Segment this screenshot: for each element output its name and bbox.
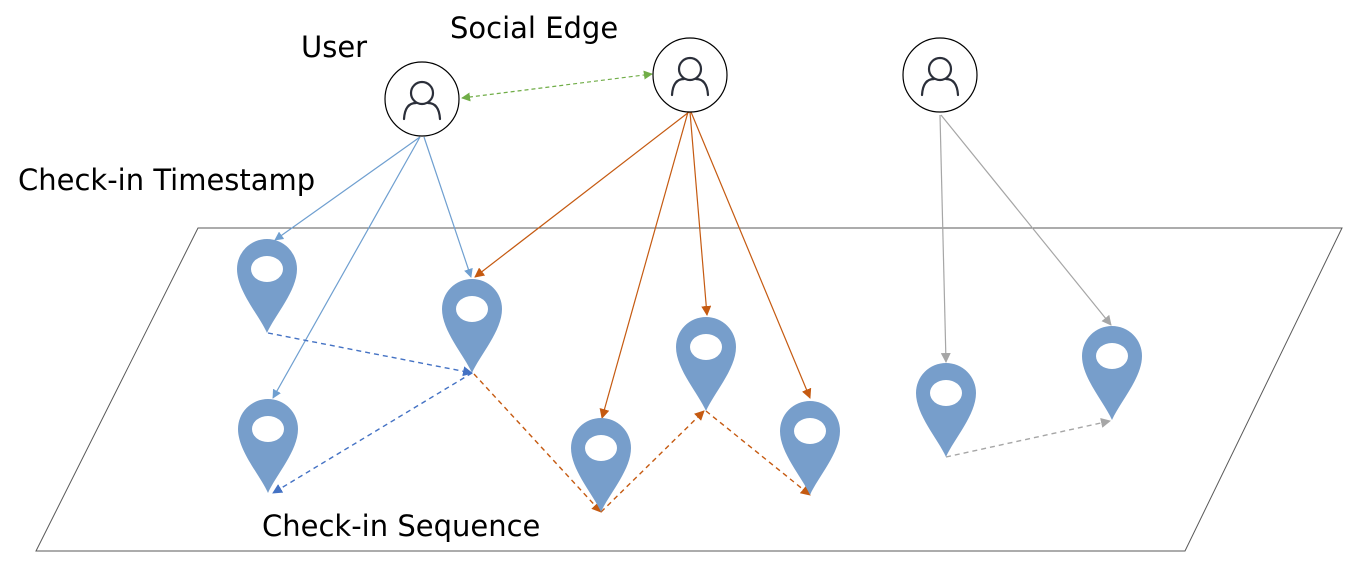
sequence-edge	[473, 373, 602, 513]
user-1-checkin-edges	[272, 136, 473, 399]
map-pin-icon	[237, 239, 297, 333]
checkin-edge	[599, 111, 689, 419]
user-icon	[670, 56, 710, 97]
map-pin-icon	[916, 363, 976, 457]
sequence-edge	[945, 418, 1111, 458]
sequence-edge	[267, 332, 473, 377]
map-pin-icon	[676, 317, 736, 411]
map-pin-icon	[442, 279, 502, 373]
checkin-edge	[474, 111, 690, 278]
map-pin-icon	[238, 399, 298, 493]
checkin-edge	[690, 111, 812, 399]
location-plane	[35, 227, 1343, 552]
user-3-checkin-edges	[939, 114, 1112, 363]
user-node-1	[384, 61, 460, 137]
checkin-sequence-user-2	[473, 373, 811, 513]
user-label: User	[301, 30, 368, 64]
location-pins	[237, 239, 1142, 512]
checkin-sequence-user-1	[267, 332, 473, 494]
checkin-edge	[423, 136, 473, 278]
checkin-edge	[274, 136, 421, 241]
sequence-edge	[600, 410, 705, 513]
map-pin-icon	[1082, 326, 1142, 420]
users	[384, 37, 978, 137]
checkin-edge	[272, 136, 421, 399]
map-pin-icon	[571, 418, 631, 512]
sequence-edge	[272, 372, 473, 494]
checkin-edge	[939, 114, 951, 363]
user-icon	[920, 56, 960, 97]
checkin-sequence-user-3	[945, 418, 1111, 458]
social-edge-label: Social Edge	[450, 11, 619, 45]
social-edge	[461, 70, 653, 102]
user-2-checkin-edges	[474, 111, 812, 419]
checkin-timestamp-label: Check-in Timestamp	[18, 163, 316, 197]
user-icon	[402, 80, 442, 121]
checkin-sequence-label: Check-in Sequence	[262, 509, 541, 543]
user-node-3	[902, 37, 978, 113]
map-pin-icon	[780, 401, 840, 495]
checkin-edge	[940, 114, 1112, 326]
sequence-edge	[705, 410, 811, 496]
user-node-2	[652, 37, 728, 113]
checkin-edge	[689, 111, 712, 316]
